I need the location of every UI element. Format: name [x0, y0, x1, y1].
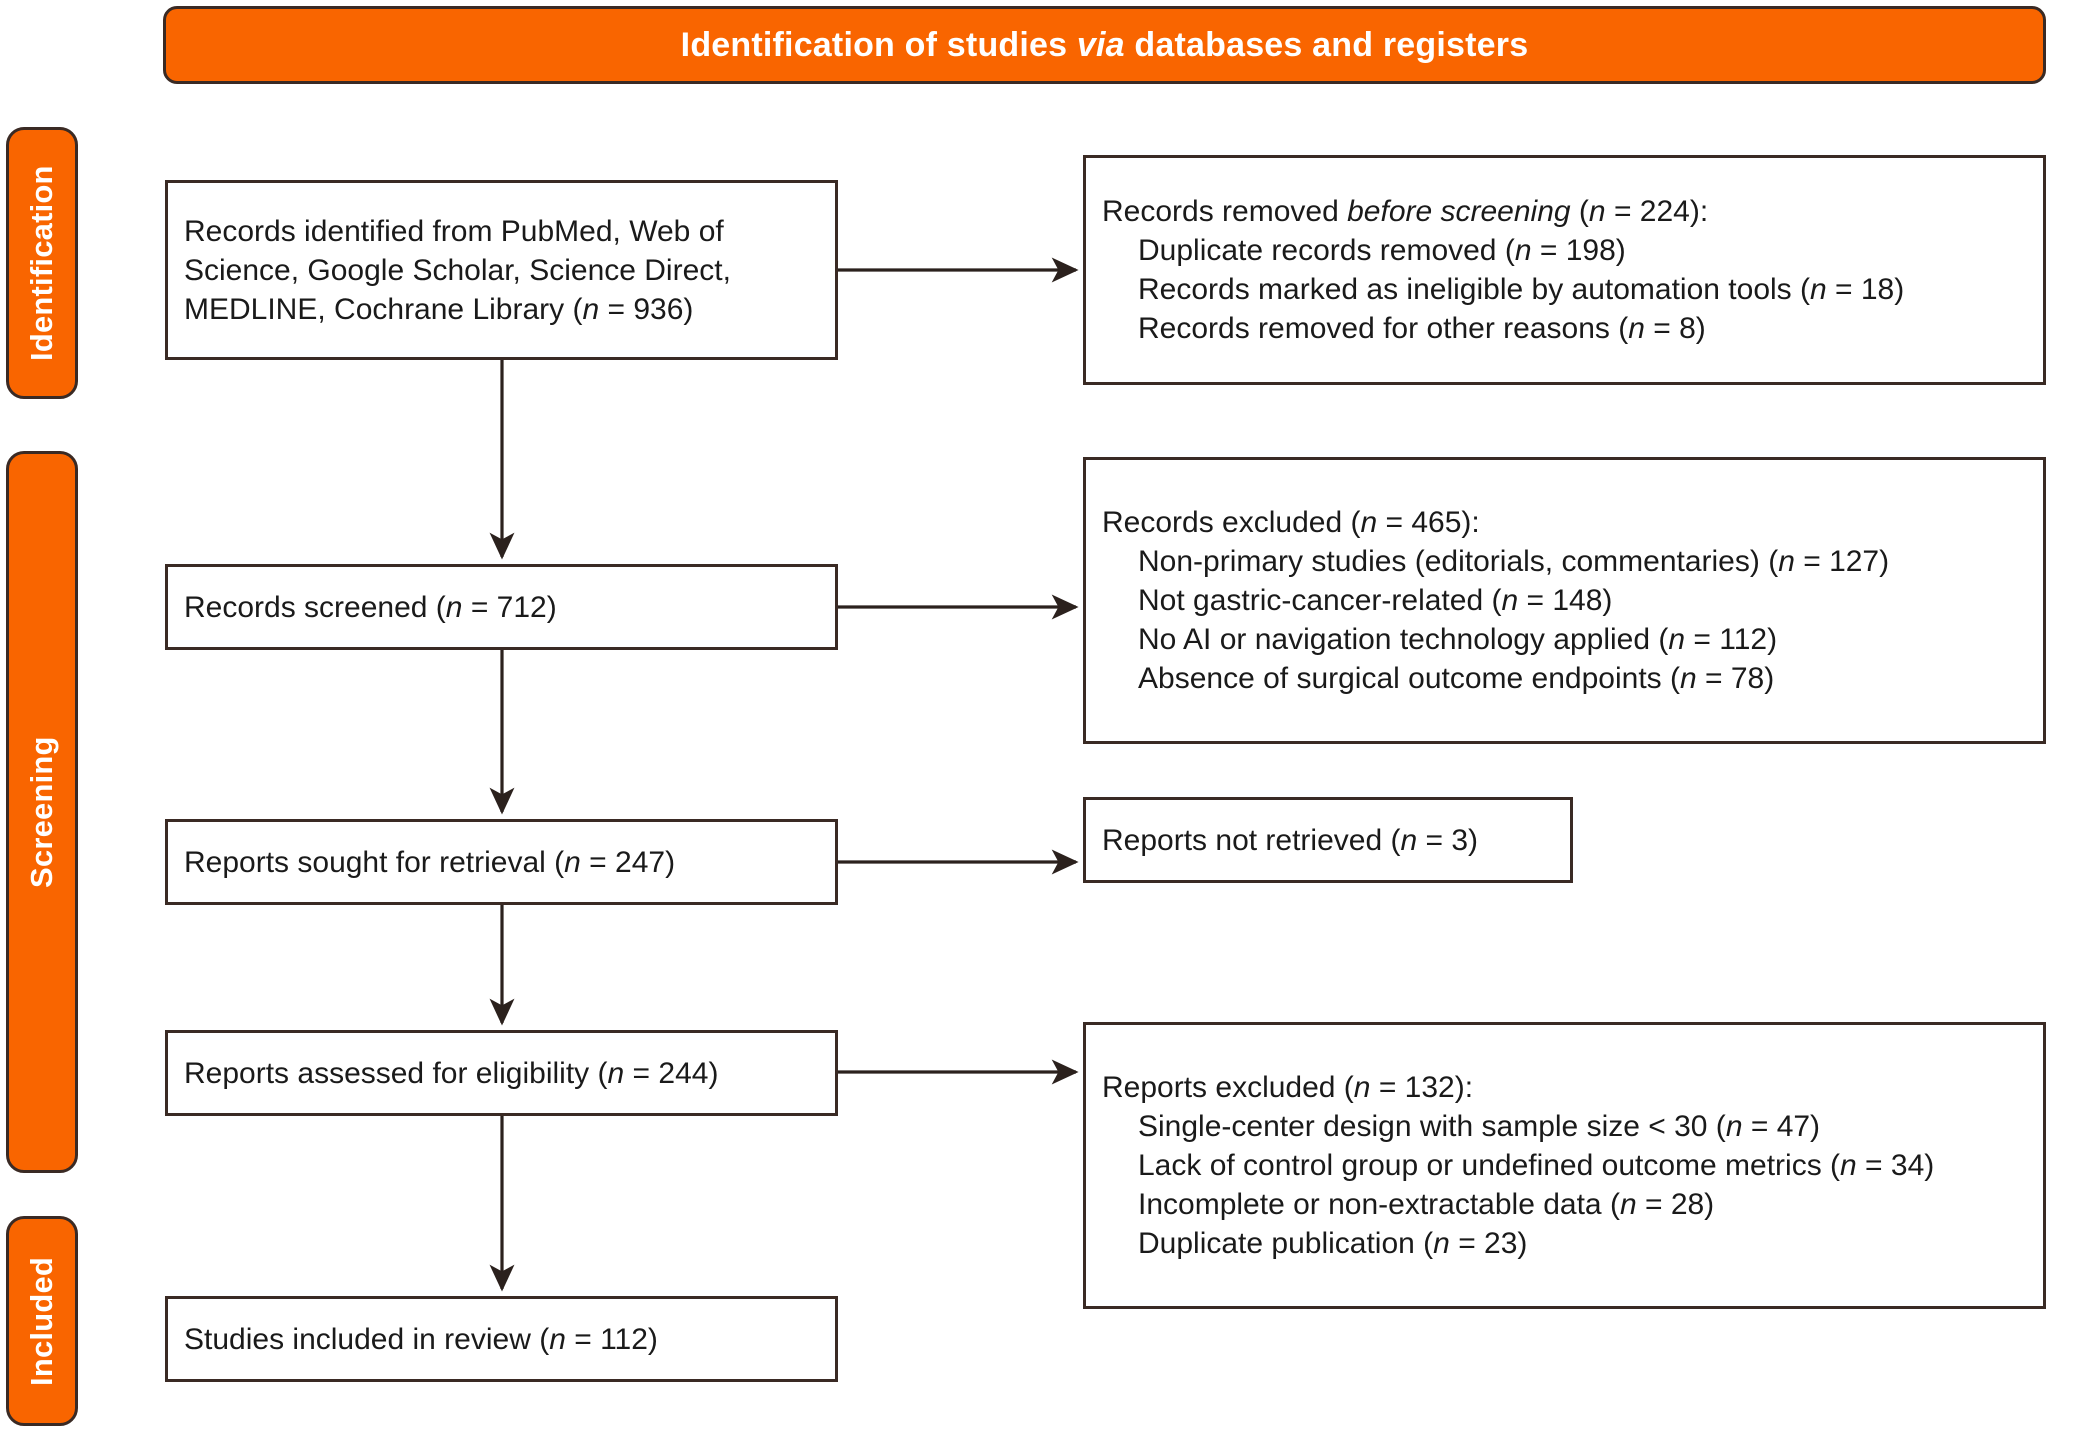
box-reports-not-retrieved: Reports not retrieved (n = 3)	[1083, 797, 1573, 883]
records-excluded-heading: Records excluded (n = 465):	[1102, 506, 1480, 539]
box-studies-included-in-review: Studies included in review (n = 112)	[165, 1296, 838, 1382]
studies-included-text: Studies included in review (n = 112)	[184, 1322, 658, 1356]
box-records-identified: Records identified from PubMed, Web of S…	[165, 180, 838, 360]
records-identified-line-3: MEDLINE, Cochrane Library (n = 936)	[184, 290, 819, 329]
diagram-title: Identification of studies via databases …	[681, 26, 1529, 65]
records-identified-line-2: Science, Google Scholar, Science Direct,	[184, 253, 731, 287]
reports-excluded-item-4: Duplicate publication (n = 23)	[1138, 1227, 1528, 1260]
diagram-title-part2: databases and registers	[1124, 25, 1529, 64]
box-reports-sought-for-retrieval: Reports sought for retrieval (n = 247)	[165, 819, 838, 905]
box-records-removed-before-screening: Records removed before screening (n = 22…	[1083, 155, 2046, 385]
records-removed-item-2: Records marked as ineligible by automati…	[1138, 273, 1905, 306]
records-identified-line-3-text: MEDLINE, Cochrane Library (n = 936)	[184, 292, 694, 326]
reports-excluded-item-2: Lack of control group or undefined outco…	[1138, 1149, 1935, 1182]
phase-band-screening: Screening	[6, 451, 78, 1173]
records-removed-item-1: Duplicate records removed (n = 198)	[1138, 234, 1626, 267]
diagram-header-banner: Identification of studies via databases …	[163, 6, 2046, 84]
box-reports-excluded: Reports excluded (n = 132): Single-cente…	[1083, 1022, 2046, 1309]
reports-sought-text: Reports sought for retrieval (n = 247)	[184, 845, 676, 879]
diagram-title-italic: via	[1076, 25, 1125, 64]
records-identified-line-1: Records identified from PubMed, Web of	[184, 214, 724, 248]
box-records-excluded: Records excluded (n = 465): Non-primary …	[1083, 457, 2046, 744]
records-excluded-item-3: No AI or navigation technology applied (…	[1138, 623, 1778, 656]
reports-excluded-item-3: Incomplete or non-extractable data (n = …	[1138, 1188, 1715, 1221]
phase-band-identification: Identification	[6, 127, 78, 399]
records-excluded-item-1: Non-primary studies (editorials, comment…	[1138, 545, 1890, 578]
diagram-title-part1: Identification of studies	[680, 25, 1077, 64]
records-screened-text: Records screened (n = 712)	[184, 590, 557, 624]
reports-excluded-item-1: Single-center design with sample size < …	[1138, 1110, 1821, 1143]
reports-not-retrieved-text: Reports not retrieved (n = 3)	[1102, 823, 1479, 857]
records-removed-item-3: Records removed for other reasons (n = 8…	[1138, 312, 1706, 345]
reports-assessed-text: Reports assessed for eligibility (n = 24…	[184, 1056, 719, 1090]
box-records-screened: Records screened (n = 712)	[165, 564, 838, 650]
records-excluded-item-4: Absence of surgical outcome endpoints (n…	[1138, 662, 1775, 695]
phase-band-included: Included	[6, 1216, 78, 1426]
reports-excluded-heading: Reports excluded (n = 132):	[1102, 1071, 1474, 1104]
box-reports-assessed-for-eligibility: Reports assessed for eligibility (n = 24…	[165, 1030, 838, 1116]
records-excluded-item-2: Not gastric-cancer-related (n = 148)	[1138, 584, 1613, 617]
records-removed-heading: Records removed before screening (n = 22…	[1102, 195, 1709, 228]
